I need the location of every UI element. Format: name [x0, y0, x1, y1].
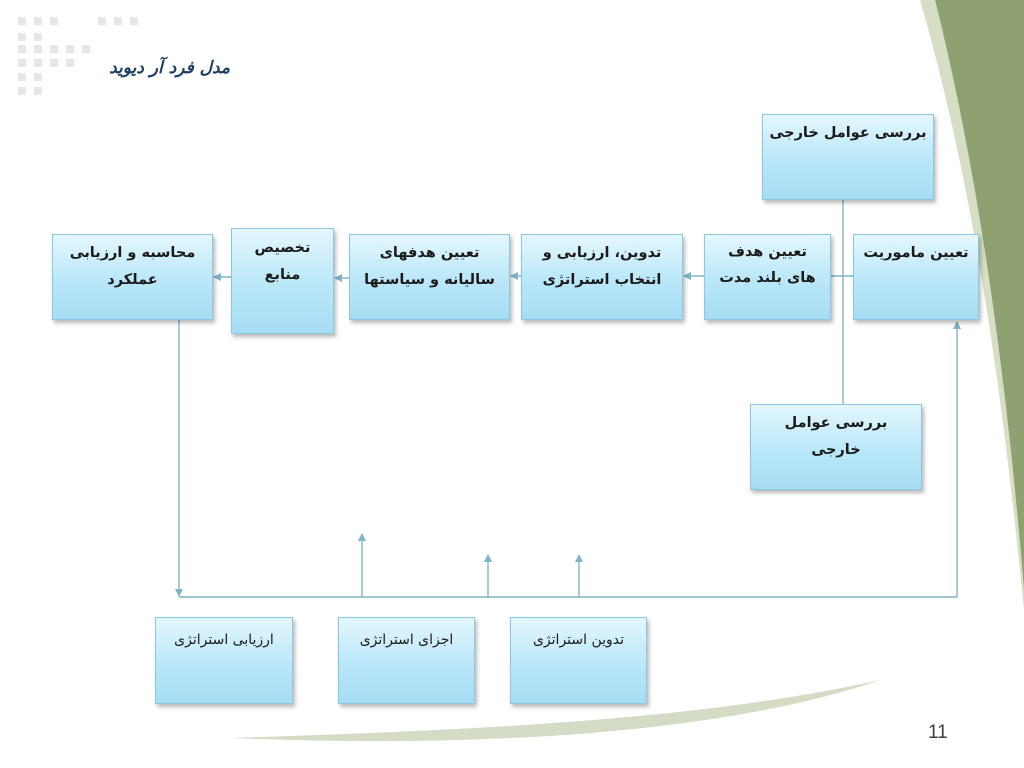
page-number: 11 [928, 722, 948, 743]
slide-title: مدل فرد آر دیوید [109, 58, 230, 78]
box-long-term-goals: تعیین هدف های بلند مدت [704, 234, 831, 320]
box-external-factors-top: بررسی عوامل خارجی [762, 114, 934, 200]
box-label: تدوین استراتژی [532, 632, 625, 648]
box-label: تعیین هدف های بلند مدت [719, 244, 816, 286]
bottom-curve [230, 680, 880, 742]
box-allocate-resources: تخصیص منابع [231, 228, 334, 334]
box-label: تعیین ماموریت [863, 245, 969, 261]
box-strategy-implementation: اجزای استراتژی [338, 617, 475, 704]
box-label: بررسی عوامل خارجی [769, 125, 927, 141]
box-label: ارزیابی استراتژی [174, 632, 274, 648]
box-label: محاسبه و ارزیابی عملکرد [69, 245, 196, 288]
box-measure-evaluate: محاسبه و ارزیابی عملکرد [52, 234, 213, 320]
box-label: اجزای استراتژی [359, 632, 454, 648]
dot-grid-decoration [18, 17, 138, 95]
box-mission: تعیین ماموریت [853, 234, 979, 320]
box-label: تخصیص منابع [254, 240, 311, 283]
corner-swoosh [935, 0, 1024, 590]
box-annual-goals: تعیین هدفهای سالیانه و سیاستها [349, 234, 510, 320]
box-label: بررسی عوامل خارجی [784, 415, 888, 458]
box-label: تعیین هدفهای سالیانه و سیاستها [364, 245, 495, 288]
box-label: تدوین، ارزیابی و انتخاب استراتژی [542, 245, 662, 288]
box-formulate-evaluate-select: تدوین، ارزیابی و انتخاب استراتژی [521, 234, 683, 320]
box-external-factors-bottom: بررسی عوامل خارجی [750, 404, 922, 490]
box-strategy-evaluation: ارزیابی استراتژی [155, 617, 293, 704]
box-strategy-formulation: تدوین استراتژی [510, 617, 647, 704]
